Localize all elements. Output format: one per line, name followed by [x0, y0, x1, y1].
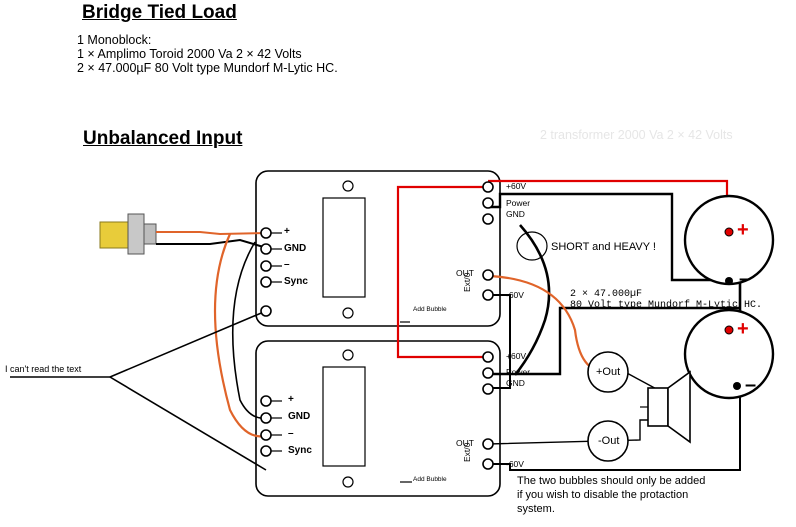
minus-out-bubble [587, 420, 629, 462]
top-label-power: Power [506, 198, 531, 208]
plus-out-bubble [587, 351, 629, 393]
input-signal-wire [156, 231, 268, 236]
ground-input-bridge-wire [231, 241, 267, 419]
capacitor-top-minus-terminal [725, 277, 733, 285]
top-label-out: OUT [456, 268, 474, 278]
bottom-label-minus: – [288, 428, 294, 439]
wire-minus-out [487, 419, 662, 445]
terminal-bottom-power [482, 367, 494, 379]
unknown-line-bottom [109, 376, 267, 471]
module-top-box [255, 170, 501, 327]
bottom-label-plus: + [288, 394, 294, 405]
page-title: Bridge Tied Load [82, 2, 237, 23]
top-label-minus60: -60V [506, 290, 524, 300]
black-wire-power-top [488, 192, 740, 282]
speaker-magnet [647, 387, 669, 427]
cant-read-label: I can't read the text [5, 364, 82, 374]
bottom-add-bubble: Add Bubble [413, 476, 447, 483]
short-heavy-wire [513, 224, 551, 376]
cap-bottom-plus-mark: + [737, 318, 749, 340]
bottom-label-minus60: -60V [506, 459, 524, 469]
terminal-bottom-plus [260, 395, 272, 407]
short-heavy-marker [516, 231, 548, 261]
top-add-bubble: Add Bubble [413, 306, 447, 313]
capacitor-bottom-minus-terminal [733, 382, 741, 390]
module-top-hole-2 [342, 307, 354, 319]
top-label-gnd: GND [284, 243, 307, 254]
terminal-bottom-sync [260, 445, 272, 457]
terminal-bottom-minus [260, 429, 272, 441]
terminal-bottom-gnd [260, 412, 272, 424]
spec-line-1: 1 Monoblock: [77, 33, 152, 47]
terminal-top-sync [260, 276, 272, 288]
terminal-top-extra [260, 305, 272, 317]
terminal-bottom-minus60 [482, 458, 494, 470]
black-wire-minus60-top [490, 294, 511, 389]
terminal-top-power-gnd [482, 213, 494, 225]
bottom-label-power: Power [506, 367, 531, 377]
bottom-label-out: OUT [456, 438, 474, 448]
module-bottom-hole-1 [342, 349, 354, 361]
bottom-label-power-gnd: GND [506, 378, 525, 388]
terminal-bottom-power-gnd [482, 383, 494, 395]
unknown-line-top [109, 310, 267, 378]
rca-connector-rear [143, 223, 157, 245]
plus-out-label: +Out [596, 366, 621, 378]
speaker-cone [667, 370, 691, 444]
cap-top-plus-mark: + [737, 219, 749, 241]
terminal-bottom-out [482, 438, 494, 450]
black-wire-power-bottom [488, 306, 740, 376]
orange-input-bridge-wire [213, 233, 267, 438]
terminal-top-plus [260, 227, 272, 239]
footnote-line-3: system. [517, 503, 555, 515]
cap-bottom-minus-mark: – [745, 374, 757, 396]
module-bottom-window [322, 366, 366, 467]
minus-out-label: -Out [598, 435, 620, 447]
capacitor-bottom-plus-terminal [724, 325, 734, 335]
spec-line-2: 1 × Amplimo Toroid 2000 Va 2 × 42 Volts [77, 47, 302, 61]
cap-spec-line-1: 2 × 47.000µF [570, 289, 643, 300]
footnote-line-2: if you wish to disable the protaction [517, 489, 689, 501]
terminal-top-gnd [260, 243, 272, 255]
module-top-window [322, 197, 366, 298]
bottom-label-sync: Sync [288, 445, 312, 456]
spec-line-3: 2 × 47.000µF 80 Volt type Mundorf M-Lyti… [77, 61, 338, 75]
faded-background-text: 2 transformer 2000 Va 2 × 42 Volts [540, 128, 733, 142]
input-ground-wire [156, 238, 268, 249]
cap-spec-line-2: 80 Volt type Mundorf M-Lytic HC. [570, 300, 763, 311]
terminal-top-power [482, 197, 494, 209]
module-bottom-hole-2 [342, 476, 354, 488]
bottom-label-gnd: GND [288, 411, 311, 422]
top-label-ext: Ext/0 [462, 272, 472, 292]
bottom-label-ext: Ext/0 [462, 442, 472, 462]
terminal-bottom-plus60 [482, 351, 494, 363]
top-label-power-gnd: GND [506, 209, 525, 219]
red-wire-plus60-bridge [396, 185, 488, 359]
module-bottom-box [255, 340, 501, 497]
bottom-label-plus60: +60V [506, 351, 527, 361]
cap-top-minus-mark: – [739, 268, 751, 290]
short-heavy-label: SHORT and HEAVY ! [551, 241, 656, 253]
capacitor-top [683, 194, 775, 286]
terminal-top-minus [260, 260, 272, 272]
black-wire-minus60-bottom [488, 386, 741, 471]
terminal-top-minus60 [482, 289, 494, 301]
rca-connector-flange [127, 213, 145, 255]
capacitor-top-plus-terminal [724, 227, 734, 237]
top-label-plus: + [284, 226, 290, 237]
section-subtitle: Unbalanced Input [83, 128, 243, 149]
top-label-plus60: +60V [506, 181, 527, 191]
top-label-minus: – [284, 259, 290, 270]
module-top-hole-1 [342, 180, 354, 192]
terminal-top-out [482, 269, 494, 281]
capacitor-bottom [683, 308, 775, 400]
top-label-sync: Sync [284, 276, 308, 287]
rca-connector-body [99, 221, 131, 249]
footnote-line-1: The two bubbles should only be added [517, 475, 706, 487]
terminal-top-plus60 [482, 181, 494, 193]
